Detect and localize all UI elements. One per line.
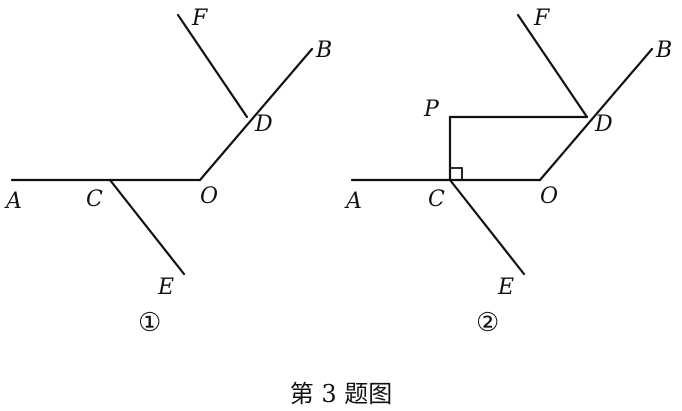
point-label-a-1: A — [4, 189, 22, 214]
point-label-b-2: B — [655, 38, 672, 63]
line-fd-2 — [516, 13, 589, 119]
point-label-o-2: O — [540, 184, 558, 209]
line-fd-1 — [176, 13, 249, 119]
point-label-d-2: D — [594, 112, 613, 137]
line-ce-1 — [108, 178, 186, 276]
point-label-c-2: C — [428, 187, 445, 212]
point-label-a-2: A — [344, 189, 362, 214]
point-label-d-1: D — [254, 112, 273, 137]
ray-ob-1 — [198, 47, 314, 182]
diagram-panel-2: A C O P D B F E ② — [344, 6, 672, 338]
point-label-e-2: E — [497, 275, 514, 300]
point-label-e-1: E — [157, 275, 174, 300]
right-angle-mark — [449, 167, 463, 181]
point-label-b-1: B — [315, 38, 332, 63]
line-ce-2 — [448, 178, 526, 276]
panel-label-1: ① — [138, 308, 161, 338]
point-label-o-1: O — [200, 184, 218, 209]
point-label-f-1: F — [191, 6, 208, 31]
ray-ob-2 — [538, 47, 654, 182]
figure-caption: 第 3 题图 — [290, 380, 393, 408]
point-label-c-1: C — [86, 187, 103, 212]
panel-label-2: ② — [476, 308, 499, 338]
point-label-p-2: P — [423, 97, 440, 122]
diagram-panel-1: A C O D B F E ① — [4, 6, 332, 338]
point-label-f-2: F — [533, 6, 550, 31]
